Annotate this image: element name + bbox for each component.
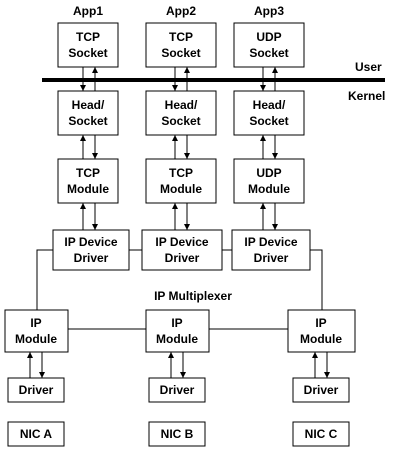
- driver-a-box: Driver: [7, 377, 65, 403]
- app2-module-line2: Module: [160, 182, 202, 196]
- app2-ip-device-driver-box: IP Device Driver: [141, 229, 223, 271]
- app2-arrows: [172, 67, 190, 230]
- app1-head-line1: Head/: [72, 98, 105, 112]
- ip-module-c-line2: Module: [300, 332, 342, 346]
- app2-label: App2: [166, 4, 196, 18]
- nic-b-arrows: [168, 352, 186, 378]
- nic-c-box: NIC C: [292, 421, 350, 447]
- app3-head-line2: Socket: [249, 114, 288, 128]
- ip-module-a-line1: IP: [30, 316, 41, 330]
- app3-head-line1: Head/: [253, 98, 286, 112]
- app3-arrows: [260, 67, 278, 230]
- ip-module-b-box: IP Module: [145, 309, 210, 353]
- nic-c-arrows: [312, 352, 330, 378]
- nic-a-box: NIC A: [7, 421, 65, 447]
- ip-module-b-line2: Module: [156, 332, 198, 346]
- app2-module-line1: TCP: [169, 166, 193, 180]
- ip-module-c-box: IP Module: [287, 309, 356, 353]
- ip-module-c-line1: IP: [315, 316, 326, 330]
- app1-module-line2: Module: [67, 182, 109, 196]
- nic-b-label: NIC B: [161, 427, 194, 441]
- app1-module-line1: TCP: [76, 166, 100, 180]
- app3-ipdd-line1: IP Device: [244, 235, 297, 249]
- ip-driver-connectors: [36, 249, 323, 310]
- app1-socket-box: TCP Socket: [57, 22, 119, 68]
- app3-ipdd-line2: Driver: [254, 251, 289, 265]
- ip-multiplexer-label: IP Multiplexer: [154, 289, 232, 303]
- app1-head-line2: Socket: [68, 114, 107, 128]
- driver-b-label: Driver: [160, 383, 195, 397]
- app1-ipdd-line1: IP Device: [64, 235, 117, 249]
- app1-socket-line2: Socket: [68, 46, 107, 60]
- user-label: User: [355, 60, 382, 74]
- driver-b-box: Driver: [148, 377, 206, 403]
- app2-head-line1: Head/: [165, 98, 198, 112]
- driver-c-label: Driver: [304, 383, 339, 397]
- ip-module-a-line2: Module: [15, 332, 57, 346]
- app2-head-socket-box: Head/ Socket: [145, 90, 217, 136]
- app1-socket-line1: TCP: [76, 30, 100, 44]
- app3-module-line2: Module: [248, 182, 290, 196]
- app3-socket-box: UDP Socket: [233, 22, 305, 68]
- nic-b-box: NIC B: [148, 421, 206, 447]
- app2-socket-line1: TCP: [169, 30, 193, 44]
- ip-module-a-box: IP Module: [4, 309, 69, 353]
- app3-socket-line2: Socket: [249, 46, 288, 60]
- app1-module-box: TCP Module: [57, 158, 119, 204]
- driver-a-label: Driver: [19, 383, 54, 397]
- app2-ipdd-line1: IP Device: [155, 235, 208, 249]
- app3-ip-device-driver-box: IP Device Driver: [231, 229, 311, 271]
- kernel-label: Kernel: [348, 89, 385, 103]
- app3-module-box: UDP Module: [233, 158, 305, 204]
- app1-ipdd-line2: Driver: [74, 251, 109, 265]
- app3-socket-line1: UDP: [256, 30, 281, 44]
- app3-head-socket-box: Head/ Socket: [233, 90, 305, 136]
- app2-socket-line2: Socket: [161, 46, 200, 60]
- app1-arrows: [80, 67, 98, 230]
- app2-module-box: TCP Module: [145, 158, 217, 204]
- app2-socket-box: TCP Socket: [145, 22, 217, 68]
- app1-label: App1: [73, 4, 103, 18]
- nic-a-label: NIC A: [20, 427, 53, 441]
- app3-module-line1: UDP: [256, 166, 281, 180]
- nic-c-label: NIC C: [305, 427, 338, 441]
- app2-head-line2: Socket: [161, 114, 200, 128]
- app1-head-socket-box: Head/ Socket: [57, 90, 119, 136]
- app2-ipdd-line2: Driver: [165, 251, 200, 265]
- app1-ip-device-driver-box: IP Device Driver: [52, 229, 130, 271]
- ip-module-b-line1: IP: [171, 316, 182, 330]
- driver-c-box: Driver: [292, 377, 350, 403]
- app3-label: App3: [254, 4, 284, 18]
- nic-a-arrows: [27, 352, 45, 378]
